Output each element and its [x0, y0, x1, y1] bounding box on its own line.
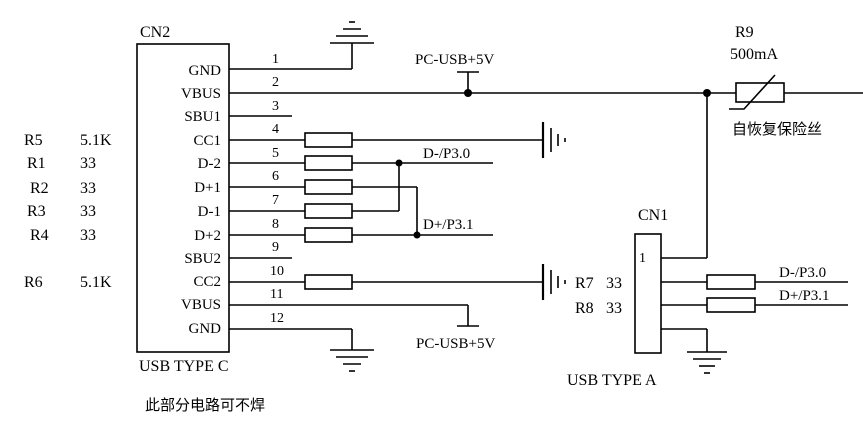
power-tap-bottom	[457, 305, 479, 327]
ground-icon-top	[330, 21, 374, 69]
r3-label: R3	[27, 203, 46, 220]
pin-num-8: 8	[272, 217, 279, 232]
resistor-r4	[304, 227, 353, 243]
pin-num-5: 5	[272, 146, 279, 161]
pin-lines	[229, 68, 863, 330]
net-dp-left: D+/P3.1	[423, 217, 474, 233]
resistors-left	[304, 132, 353, 290]
cc2-ground	[352, 264, 566, 300]
pin-name-6: D+1	[194, 180, 221, 196]
pin-name-8: D+2	[194, 228, 221, 244]
pin-name-5: D-2	[198, 156, 221, 172]
usb-a-connector-body	[634, 233, 662, 354]
r2-value: 33	[80, 180, 96, 197]
pin-num-4: 4	[272, 122, 279, 137]
r6-value: 5.1K	[80, 274, 112, 291]
cn1-ref: CN1	[638, 207, 668, 224]
resistor-r7	[706, 274, 756, 290]
r4-value: 33	[80, 227, 96, 244]
net-pc-usb-5v-top: PC-USB+5V	[415, 52, 494, 68]
usb-a-wiring	[661, 257, 848, 374]
resistor-r8	[706, 297, 756, 313]
pin-name-1: GND	[189, 63, 222, 79]
r7-value: 33	[606, 275, 622, 292]
junction-dot-dp	[413, 231, 421, 239]
pin-num-3: 3	[272, 99, 279, 114]
pin-num-9: 9	[272, 240, 279, 255]
ground-icon-bottom	[330, 329, 374, 372]
pin-num-7: 7	[272, 193, 279, 208]
r4-label: R4	[30, 227, 49, 244]
net-pc-usb-5v-bottom: PC-USB+5V	[416, 336, 495, 352]
fuse-value: 500mA	[730, 46, 778, 63]
pin-num-2: 2	[272, 75, 279, 90]
r7-label: R7	[575, 275, 594, 292]
junction-dot-5v-top	[464, 89, 472, 97]
net-dm-left: D-/P3.0	[423, 146, 470, 162]
pin-num-12: 12	[270, 311, 284, 326]
optional-note: 此部分电路可不焊	[145, 396, 265, 414]
resistor-r6	[304, 274, 353, 290]
pin-name-3: SBU1	[184, 109, 221, 125]
r1-label: R1	[27, 155, 46, 172]
ptc-fuse-slash	[729, 74, 776, 110]
r5-label: R5	[24, 132, 43, 149]
r8-label: R8	[575, 300, 594, 317]
cc1-ground	[352, 122, 566, 158]
pin-name-9: SBU2	[184, 251, 221, 267]
usb-a-type-label: USB TYPE A	[567, 372, 657, 389]
r6-label: R6	[24, 274, 43, 291]
usb-c-connector-body	[136, 43, 230, 353]
resistor-r5	[304, 132, 353, 148]
r5-value: 5.1K	[80, 132, 112, 149]
pin-name-10: CC2	[193, 274, 221, 290]
pin-name-11: VBUS	[181, 297, 221, 313]
cn2-ref: CN2	[140, 24, 170, 41]
dp-net-wiring	[352, 186, 493, 236]
pin-num-10: 10	[270, 264, 284, 279]
fuse-desc: 自恢复保险丝	[732, 120, 822, 138]
r1-value: 33	[80, 155, 96, 172]
net-dp-right: D+/P3.1	[779, 288, 830, 304]
r3-value: 33	[80, 203, 96, 220]
junction-dot-dm	[395, 159, 403, 167]
r8-value: 33	[606, 300, 622, 317]
pin-num-6: 6	[272, 169, 279, 184]
usb-a-pin1: 1	[639, 251, 646, 266]
resistor-r3	[304, 203, 353, 219]
pin-num-11: 11	[270, 287, 283, 302]
pin-name-7: D-1	[198, 204, 221, 220]
pin-name-12: GND	[189, 321, 222, 337]
pin-name-2: VBUS	[181, 86, 221, 102]
resistor-r1	[304, 155, 353, 171]
pin-num-1: 1	[272, 52, 279, 67]
usb-c-type-label: USB TYPE C	[139, 358, 229, 375]
fuse-ref: R9	[735, 24, 754, 41]
r2-label: R2	[30, 180, 49, 197]
resistor-r2	[304, 179, 353, 195]
pin-name-4: CC1	[193, 133, 221, 149]
net-dm-right: D-/P3.0	[779, 265, 826, 281]
